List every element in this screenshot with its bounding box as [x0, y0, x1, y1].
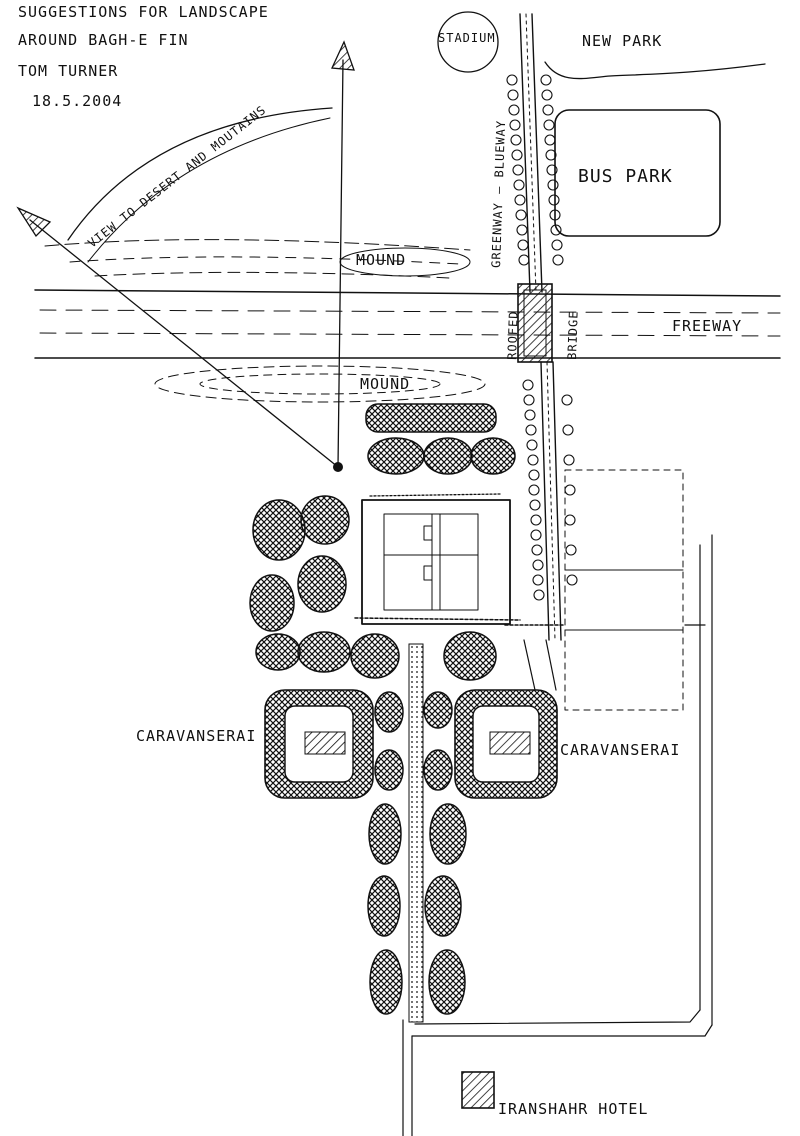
roofed-label: ROOFED — [505, 310, 521, 360]
mound-north: MOUND — [44, 239, 471, 279]
bridge-label: BRIDGE — [565, 310, 581, 360]
freeway-label: FREEWAY — [672, 317, 742, 335]
new-park: NEW PARK — [544, 32, 766, 80]
viewpoint-marker — [333, 462, 343, 472]
greenway-label: GREENWAY – BLUEWAY — [489, 120, 508, 268]
stadium-circle — [437, 11, 499, 73]
bridge-structure — [517, 283, 553, 363]
central-axis — [402, 643, 424, 1136]
view-arc-inner — [87, 117, 331, 263]
stadium-label: STADIUM — [438, 31, 496, 45]
mound-south-label: MOUND — [360, 375, 410, 393]
caravanserai-west-label: CARAVANSERAI — [136, 727, 256, 745]
caravanserai-east-label: CARAVANSERAI — [560, 741, 680, 759]
freeway: FREEWAY — [34, 289, 781, 359]
greenway-blueway: GREENWAY – BLUEWAY — [489, 13, 578, 691]
hotel-building-icon — [461, 1071, 495, 1109]
tree-clumps — [249, 403, 516, 1015]
bus-park-outline — [554, 109, 721, 237]
stadium: STADIUM — [437, 11, 499, 73]
view-label: VIEW TO DESERT AND MOUTAINS — [85, 103, 269, 251]
hotel: IRANSHAHR HOTEL — [461, 1071, 648, 1118]
title-line-3: TOM TURNER — [18, 62, 118, 80]
title-line-4: 18.5.2004 — [32, 92, 122, 110]
garden-bagh-e-fin — [354, 493, 566, 626]
mound-south: MOUND — [154, 365, 486, 403]
view-arc — [67, 107, 333, 241]
hotel-label: IRANSHAHR HOTEL — [498, 1100, 648, 1118]
mound-north-label: MOUND — [356, 251, 406, 269]
title-line-2: AROUND BAGH-E FIN — [18, 31, 189, 49]
roofed-bridge: ROOFED BRIDGE — [505, 283, 581, 363]
view-line-west — [29, 219, 339, 468]
new-park-label: NEW PARK — [582, 32, 662, 50]
garden-wall — [361, 499, 511, 625]
title-block: SUGGESTIONS FOR LANDSCAPE AROUND BAGH-E … — [18, 3, 269, 110]
bus-park-label: BUS PARK — [578, 166, 673, 187]
flag-west-icon — [16, 206, 52, 238]
caravanserai-west: CARAVANSERAI — [136, 689, 374, 799]
bus-park: BUS PARK — [554, 109, 721, 237]
title-line-1: SUGGESTIONS FOR LANDSCAPE — [18, 3, 269, 21]
caravanserai-east: CARAVANSERAI — [454, 689, 680, 799]
garden-inner — [383, 513, 479, 611]
flag-north-icon — [331, 40, 355, 71]
east-plots — [564, 469, 684, 711]
east-road — [411, 534, 713, 1037]
